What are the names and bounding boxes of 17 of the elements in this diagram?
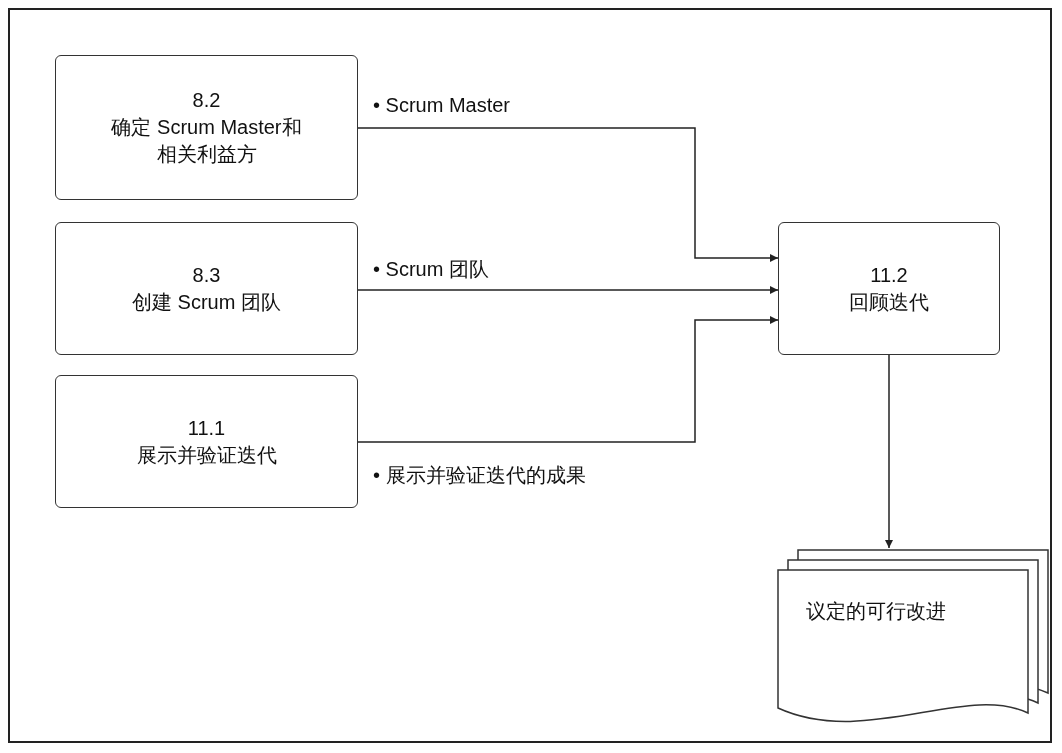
process-box [55,375,358,508]
process-title: 确定 Scrum Master和相关利益方 [110,115,303,167]
process-title: 回顾迭代 [849,289,929,315]
process-number: 8.2 [192,88,221,113]
arrow [357,127,779,262]
process-title: 创建 Scrum 团队 [132,289,281,315]
process-number: 11.1 [187,415,226,441]
arrow [357,286,779,294]
document-label: 议定的可行改进 [806,599,946,624]
process-box [55,55,358,200]
arrow [357,316,779,443]
process-box [778,222,1000,355]
process-title: 展示并验证迭代 [136,442,277,468]
arrow [885,354,893,549]
process-number: 11.2 [870,262,908,288]
process-box [55,222,358,355]
process-number: 8.3 [192,262,221,288]
